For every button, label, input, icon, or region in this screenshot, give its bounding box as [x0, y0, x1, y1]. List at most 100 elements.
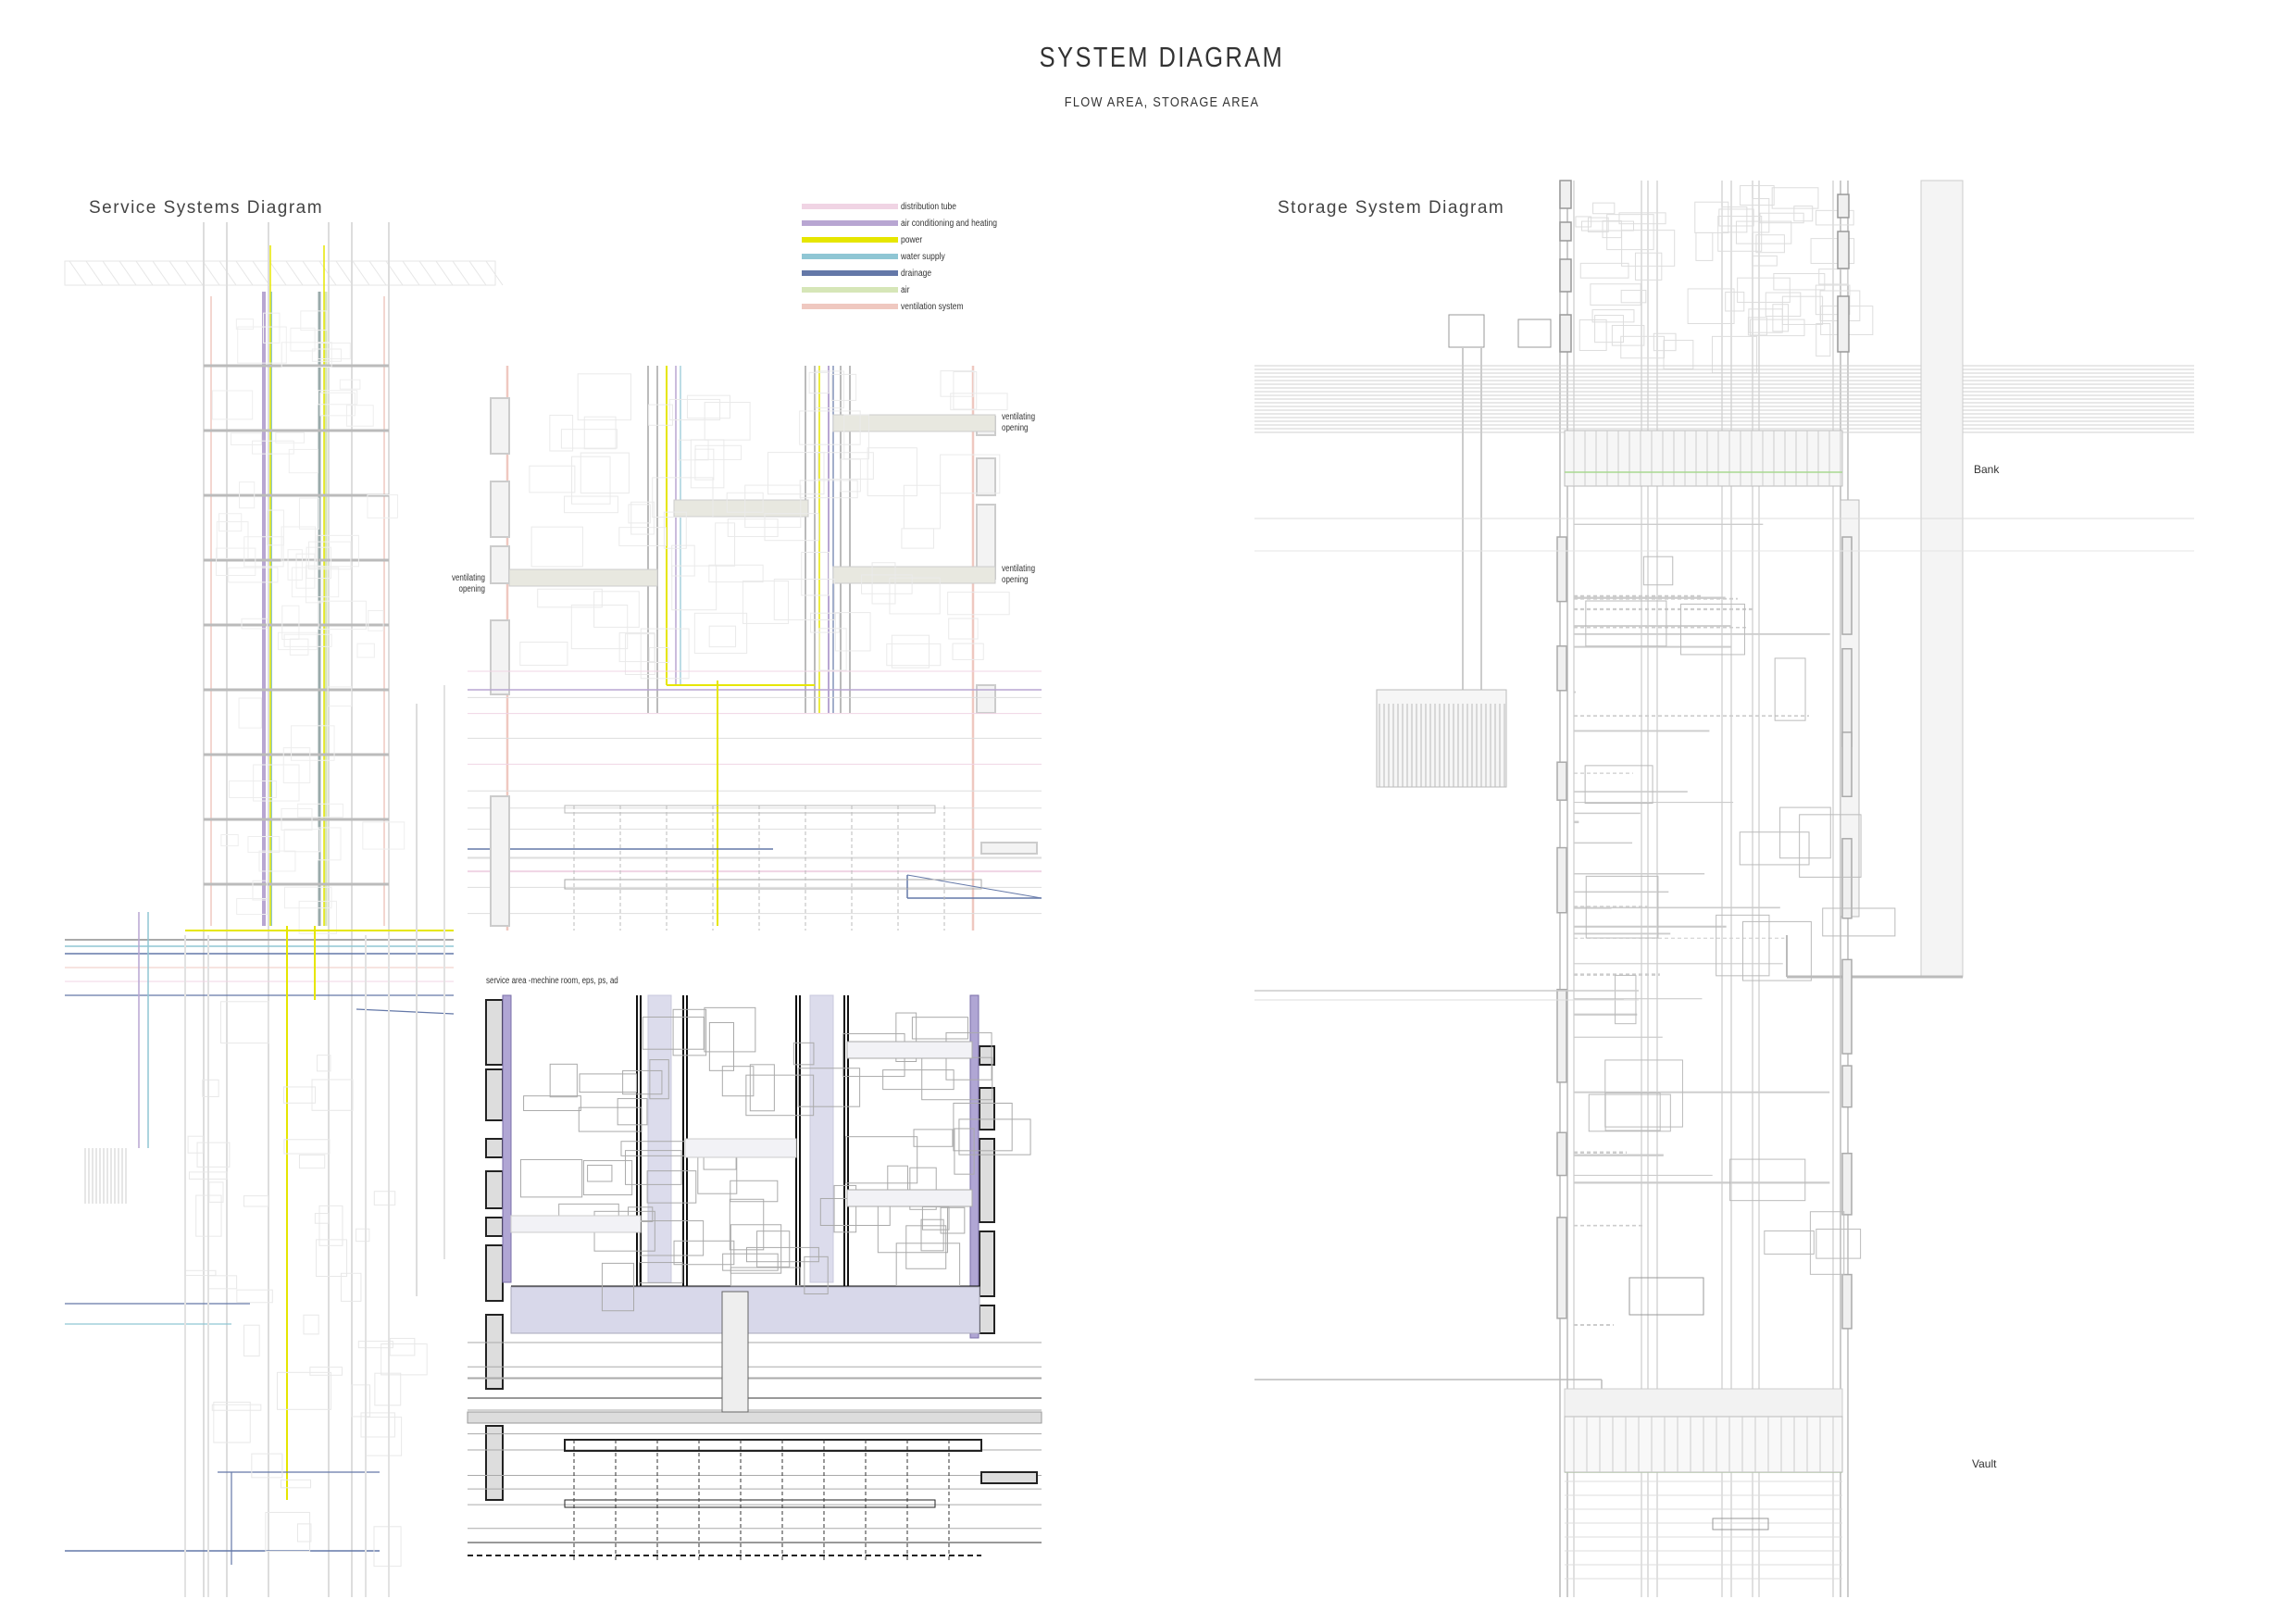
- storage-diagram-title: Storage System Diagram: [1278, 198, 1505, 218]
- rect: [1556, 1217, 1567, 1319]
- rect: [903, 484, 942, 530]
- rect: [817, 452, 874, 480]
- rect: [1779, 806, 1831, 859]
- rect: [1559, 258, 1572, 293]
- rect: [1620, 290, 1647, 304]
- rect: [263, 312, 281, 344]
- page-subtitle: FLOW AREA, STORAGE AREA: [1064, 94, 1260, 110]
- rect: [1628, 1277, 1704, 1316]
- rect: [467, 1411, 1042, 1424]
- rect: [340, 1272, 362, 1302]
- rect: [704, 401, 751, 441]
- rect: [1718, 208, 1754, 227]
- rect: [345, 405, 374, 427]
- rect: [1809, 1211, 1845, 1275]
- line: [302, 260, 320, 286]
- rect: [684, 1138, 797, 1158]
- rect: [356, 643, 375, 658]
- rect: [230, 432, 262, 445]
- rect: [639, 1220, 705, 1256]
- rect: [1687, 288, 1735, 325]
- rect: [1588, 1093, 1671, 1132]
- rect: [1579, 262, 1629, 279]
- rect: [1653, 332, 1677, 352]
- rect: [622, 1069, 663, 1095]
- legend-swatch: [802, 220, 898, 226]
- rect: [976, 457, 996, 496]
- rect: [871, 562, 896, 605]
- rect: [1799, 814, 1862, 878]
- rect: [882, 1069, 955, 1091]
- rect: [940, 1206, 966, 1234]
- rect: [756, 1230, 791, 1268]
- rect: [583, 416, 617, 450]
- line: [119, 260, 137, 286]
- rect: [1559, 180, 1572, 209]
- rect: [485, 1314, 504, 1390]
- rect: [861, 574, 913, 594]
- rect: [749, 1064, 775, 1112]
- rect: [867, 447, 917, 496]
- rect: [799, 480, 858, 499]
- line: [418, 260, 437, 286]
- rect: [490, 481, 510, 538]
- ventilating-opening-label: ventilating opening: [1002, 564, 1036, 585]
- rect: [243, 1324, 260, 1357]
- rect: [281, 605, 300, 641]
- rect: [216, 521, 249, 559]
- rect: [877, 1202, 949, 1254]
- rect: [792, 1042, 815, 1066]
- rect: [1737, 277, 1791, 303]
- rect: [979, 1305, 995, 1334]
- rect: [564, 805, 936, 814]
- rect: [834, 612, 871, 652]
- rect: [1816, 323, 1831, 357]
- rect: [308, 541, 352, 570]
- rect: [258, 850, 296, 872]
- rect: [281, 807, 313, 831]
- legend-swatch: [802, 254, 898, 259]
- rect: [843, 414, 869, 460]
- rect: [317, 343, 351, 360]
- rect: [708, 564, 764, 583]
- rect: [306, 546, 331, 580]
- legend-item: air conditioning and heating: [802, 215, 1014, 231]
- rect: [742, 581, 790, 624]
- rect: [1765, 292, 1802, 318]
- rect: [184, 1269, 217, 1276]
- legend-label: ventilation system: [901, 301, 964, 312]
- rect: [239, 481, 256, 509]
- rect: [1747, 317, 1767, 336]
- rect: [721, 1066, 755, 1097]
- rect: [1564, 1388, 1843, 1418]
- rect: [1818, 269, 1849, 285]
- rect: [297, 803, 343, 818]
- rect: [1729, 1158, 1806, 1202]
- rect: [1578, 319, 1607, 351]
- rect: [207, 1275, 238, 1290]
- rect: [311, 348, 342, 362]
- rect: [647, 994, 672, 1283]
- rect: [229, 781, 277, 798]
- rect: [220, 834, 239, 847]
- rect: [953, 371, 978, 410]
- rect: [668, 398, 721, 421]
- rect: [490, 397, 510, 455]
- line: [102, 260, 120, 286]
- rect: [940, 370, 975, 397]
- rect: [211, 1404, 262, 1411]
- rect: [1759, 212, 1804, 224]
- rect: [587, 1164, 613, 1182]
- rect: [247, 836, 281, 854]
- legend-label: power: [901, 234, 923, 245]
- rect: [693, 612, 748, 655]
- rect: [216, 547, 256, 577]
- rect: [950, 393, 1008, 411]
- rect: [648, 647, 669, 664]
- rect: [1611, 324, 1645, 346]
- rect: [648, 404, 674, 426]
- rect: [265, 1511, 311, 1552]
- rect: [694, 448, 715, 481]
- rect: [1717, 216, 1763, 252]
- rect: [211, 390, 254, 420]
